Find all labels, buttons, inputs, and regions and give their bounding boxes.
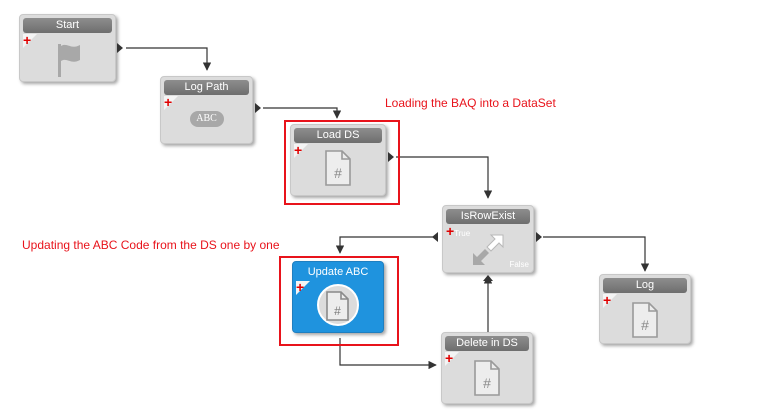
node-corner: [294, 144, 308, 158]
wire-start-to-logpath: [126, 47, 212, 71]
highlight-load-ds: [284, 120, 400, 205]
document-glyph: #: [334, 304, 341, 318]
output-port[interactable]: [117, 43, 123, 53]
add-icon[interactable]: +: [603, 292, 612, 308]
node-title: Delete in DS: [445, 336, 529, 351]
true-output-port[interactable]: [432, 232, 438, 242]
decision-arrows-icon: [473, 234, 504, 265]
node-title: Log: [603, 278, 687, 293]
node-corner: [23, 34, 37, 48]
node-corner: [164, 96, 178, 110]
node-update-abc[interactable]: Update ABC + #: [292, 261, 384, 333]
node-start[interactable]: Start +: [19, 14, 116, 82]
badge-label: ABC: [196, 113, 217, 124]
add-icon[interactable]: +: [296, 279, 305, 295]
wire-isrowexist-to-updateabc: [335, 236, 434, 254]
wire-logpath-to-loadds: [263, 107, 342, 119]
annotation-update-abc: Updating the ABC Code from the DS one by…: [22, 238, 280, 252]
flag-icon: [57, 44, 80, 77]
true-branch-label: True: [454, 229, 471, 238]
node-is-row-exist[interactable]: IsRowExist + True False: [442, 205, 534, 273]
document-glyph: #: [483, 375, 491, 391]
wire-isrowexist-to-log: [543, 236, 650, 272]
wire-loadds-to-isrowexist: [396, 156, 493, 199]
document-glyph: #: [641, 317, 649, 333]
node-corner: [603, 294, 617, 308]
node-title: Update ABC: [296, 265, 380, 280]
annotation-load-ds: Loading the BAQ into a DataSet: [385, 96, 556, 110]
output-port[interactable]: [255, 103, 261, 113]
node-title: Log Path: [164, 80, 249, 95]
highlight-update-abc: [279, 256, 399, 346]
output-port[interactable]: [388, 152, 394, 162]
add-icon[interactable]: +: [294, 142, 303, 158]
node-title: IsRowExist: [446, 209, 530, 224]
document-icon: #: [325, 150, 351, 186]
document-glyph: #: [334, 165, 342, 181]
node-load-ds[interactable]: Load DS + #: [290, 124, 386, 196]
document-icon: #: [474, 360, 500, 396]
document-icon: #: [326, 291, 349, 321]
node-log-path[interactable]: Log Path + ABC: [160, 76, 253, 144]
node-corner: [296, 281, 310, 295]
add-icon[interactable]: +: [23, 32, 32, 48]
node-title: Start: [23, 18, 112, 33]
node-delete-in-ds[interactable]: Delete in DS + #: [441, 332, 533, 404]
node-corner: [445, 352, 459, 366]
document-icon: #: [632, 302, 658, 338]
add-icon[interactable]: +: [446, 223, 455, 239]
input-port[interactable]: [483, 275, 493, 281]
node-log[interactable]: Log + #: [599, 274, 691, 344]
false-branch-label: False: [509, 260, 529, 269]
text-badge-icon: ABC: [189, 111, 224, 127]
add-icon[interactable]: +: [445, 350, 454, 366]
node-title: Load DS: [294, 128, 382, 143]
false-output-port[interactable]: [536, 232, 542, 242]
add-icon[interactable]: +: [164, 94, 173, 110]
